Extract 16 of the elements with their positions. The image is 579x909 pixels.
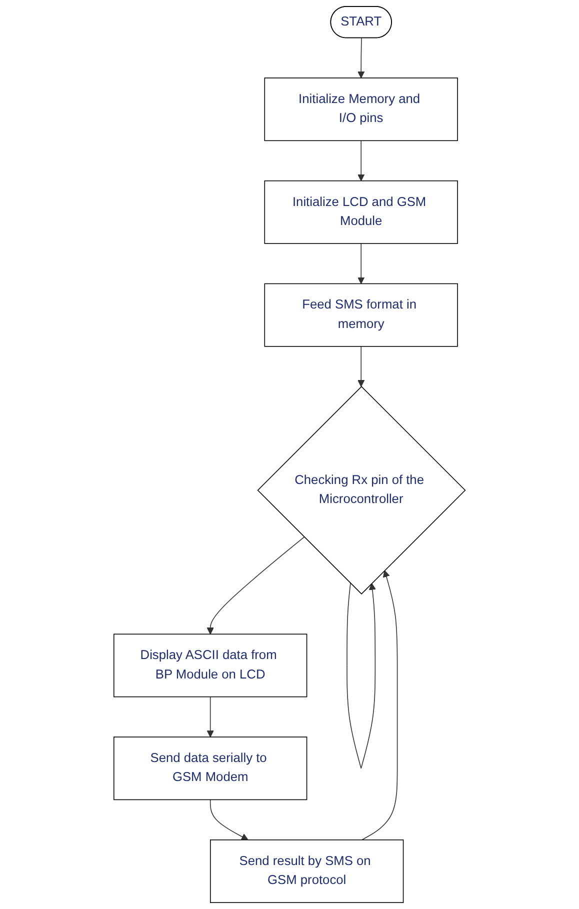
- arrow: [358, 38, 365, 78]
- node-diamond: Checking Rx pin of the Microcontroller: [257, 386, 466, 595]
- arrow: [346, 582, 376, 769]
- node-box: Initialize Memory and I/O pins: [264, 78, 458, 142]
- node-box: Initialize LCD and GSM Module: [264, 180, 458, 244]
- arrow: [206, 696, 214, 738]
- arrow: [362, 570, 398, 840]
- node-box: Display ASCII data from BP Module on LCD: [113, 634, 308, 698]
- arrow: [210, 799, 248, 840]
- node-box: Send result by SMS on GSM protocol: [210, 839, 404, 903]
- node-box: Feed SMS format in memory: [264, 283, 458, 347]
- arrow: [358, 140, 365, 182]
- arrow: [358, 346, 365, 387]
- arrow: [206, 536, 305, 634]
- arrow: [358, 243, 365, 284]
- node-box: Send data serially to GSM Modem: [113, 736, 308, 800]
